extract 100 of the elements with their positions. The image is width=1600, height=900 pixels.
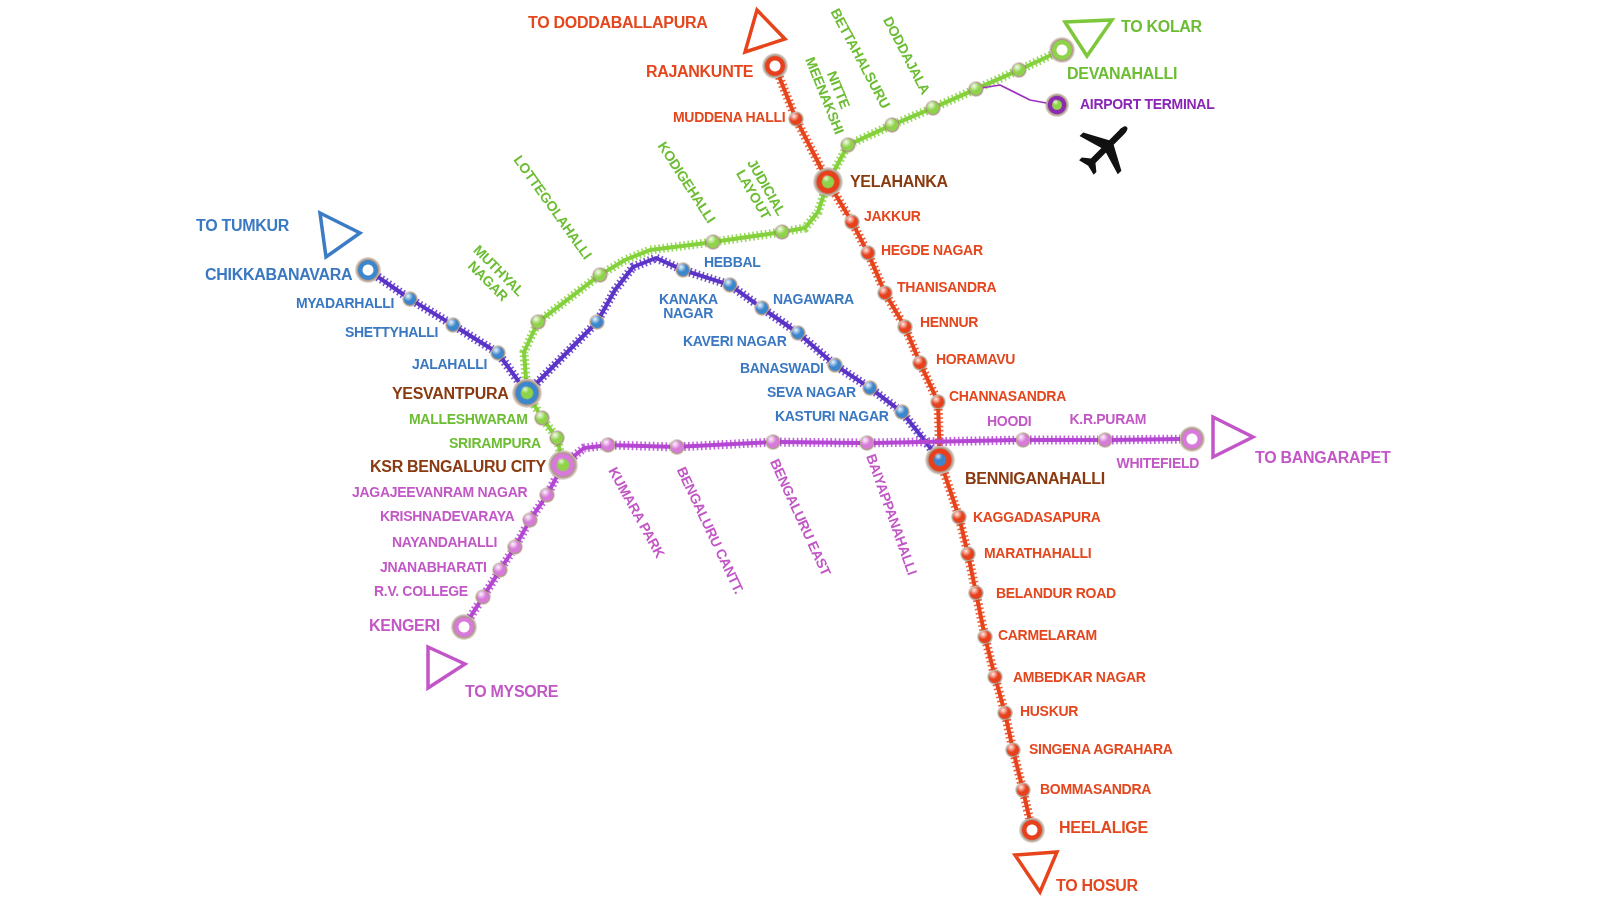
rail-track [852,123,888,147]
interchange-station-marker [512,378,542,408]
station-marker [722,277,738,293]
rail-track [866,257,887,289]
station-marker [705,234,721,250]
station-marker [977,629,993,645]
station-marker [968,81,984,97]
station-marker [522,512,538,528]
station-marker [765,434,781,450]
station-marker [530,314,546,330]
station-marker [788,111,804,127]
terminal-station-marker [1179,426,1205,452]
station-label: BELANDUR ROAD [996,585,1116,601]
interchange-station-marker [925,445,955,475]
station-label: RAJANKUNTE [646,63,754,81]
rail-track [765,308,795,333]
station-marker [675,262,691,278]
station-label: CARMELARAM [998,627,1097,643]
rail-track [933,408,944,447]
station-label: K.R.PURAM [1069,411,1147,427]
terminal-station-marker [1049,37,1075,63]
rail-track [980,68,1015,91]
station-marker [997,705,1013,721]
rail-track [603,238,707,276]
station-label: NAYANDAHALLI [392,534,498,550]
station-marker [884,117,900,133]
station-label: KAVERI NAGAR [683,333,787,349]
station-marker [475,589,491,605]
rail-track [775,75,798,115]
rail-track [533,323,596,387]
rail-track [530,402,543,415]
station-label: SRIRAMPURA [449,435,541,451]
rail-track [937,87,972,110]
station-label: HOODI [987,413,1032,429]
station-marker [862,380,878,396]
rail-track [903,331,922,359]
rail-track [498,356,523,385]
rail-track [733,285,759,308]
station-label: AIRPORT TERMINAL [1080,96,1215,112]
station-label: HENNUR [920,314,979,330]
station-marker [592,267,608,283]
station-label: HEBBAL [704,254,761,270]
station-label: THANISANDRA [897,279,997,295]
rail-track [554,443,565,453]
rail-track [375,273,407,299]
destination-label: TO HOSUR [1056,877,1138,895]
rail-track [540,275,598,322]
station-marker [827,357,843,373]
rail-track [800,334,833,364]
station-label: YELAHANKA [850,173,948,191]
station-marker [960,546,976,562]
station-label: HORAMAVU [936,351,1015,367]
rail-track [719,228,776,246]
rail-track [1023,51,1053,72]
destination-label: TO MYSORE [465,683,559,701]
rail-track [779,437,861,448]
rail-track [519,326,540,380]
station-marker [860,245,876,261]
destination-label: TO KOLAR [1121,18,1202,36]
station-label: SEVA NAGAR [767,384,856,400]
station-marker [951,509,967,525]
rail-track [851,226,869,249]
rail-track [614,440,671,452]
station-marker [754,300,770,316]
rail-track [542,420,557,436]
destination-label: TO BANGARAPET [1255,449,1391,467]
station-marker [925,100,941,116]
rail-track [982,642,998,672]
station-label: CHIKKABANAVARA [205,266,353,284]
rail-track [683,437,767,452]
station-label: CHANNASANDRA [949,388,1066,404]
station-label: BENNIGANAHALLI [965,470,1105,488]
station-label: BOMMASANDRA [1040,781,1152,797]
station-marker [912,355,928,371]
station-label: HEELALIGE [1059,819,1148,837]
station-label: YESVANTPURA [392,385,509,403]
rail-track [831,191,853,219]
station-label: WHITEFIELD [1116,455,1200,471]
station-label: SHETTYHALLI [345,324,439,340]
rail-track [872,388,900,412]
station-label: BANASWADI [740,360,824,376]
station-marker [987,669,1003,685]
rail-track [546,475,561,491]
interchange-station-marker [548,450,578,480]
destination-label: TO DODDABALLAPURA [528,14,708,32]
rail-track [1111,434,1181,445]
rail-track [795,123,826,172]
station-label: KSR BENGALURU CITY [370,458,546,476]
station-marker [402,291,418,307]
station-label: KAGGADASAPURA [973,509,1101,525]
station-label: DEVANAHALLI [1067,65,1178,83]
rail-track [688,267,725,288]
station-marker [669,439,685,455]
rail-track [956,522,971,549]
station-label: MUDDENA HALLI [673,109,786,125]
terminal-station-marker [355,257,381,283]
rail-track [838,365,867,388]
station-marker [840,137,856,153]
station-label: SINGENA AGRAHARA [1029,741,1173,757]
station-marker [507,539,523,555]
